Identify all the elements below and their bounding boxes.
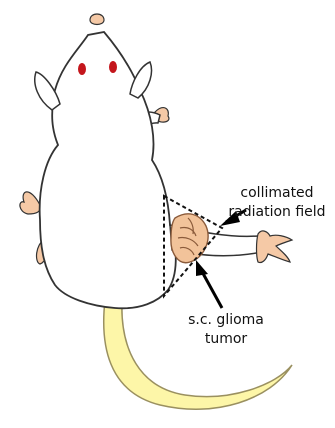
mouse-nose xyxy=(90,14,104,25)
tumor-label-line2: tumor xyxy=(168,330,284,349)
radiation-field-label: collimated radiation field xyxy=(218,184,335,222)
tumor-label-line1: s.c. glioma xyxy=(168,311,284,330)
tumor-label: s.c. glioma tumor xyxy=(168,311,284,349)
mouse-body xyxy=(40,32,176,308)
radiation-field-label-line2: radiation field xyxy=(218,203,335,222)
right-hind-paw xyxy=(257,231,293,263)
left-eye xyxy=(78,63,86,75)
radiation-field-label-line1: collimated xyxy=(218,184,335,203)
right-eye xyxy=(109,61,117,73)
left-front-paw xyxy=(20,192,40,214)
tumor-arrow xyxy=(196,260,222,308)
